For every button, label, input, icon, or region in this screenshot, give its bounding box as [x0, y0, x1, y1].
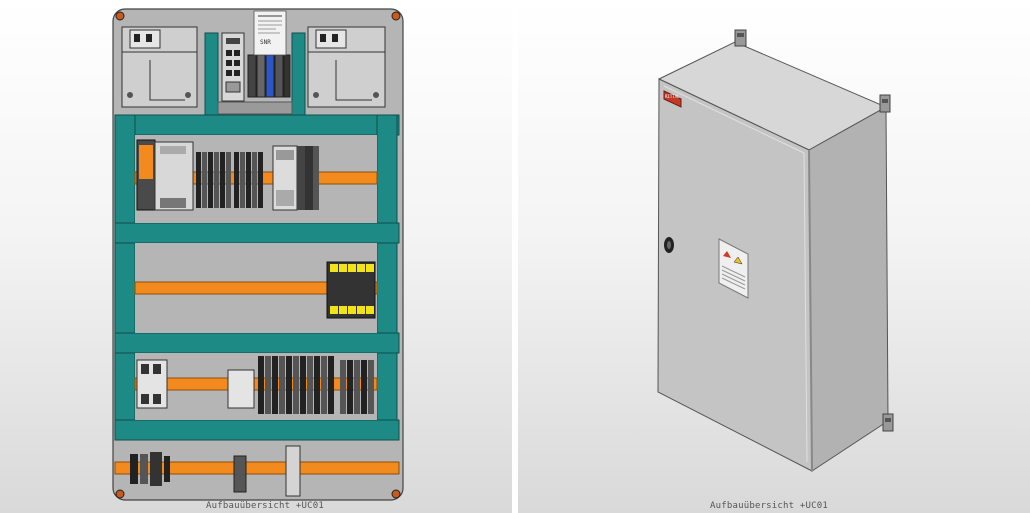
mounting-plate-drawing: [112, 8, 404, 501]
warning-sticker: [718, 238, 749, 299]
brand-label: [663, 90, 682, 108]
separator: [217, 101, 293, 115]
corner-screw: [391, 11, 401, 21]
power-supply-unit: [136, 139, 194, 211]
isometric-view-pane: RITTAL Aufbauübersicht +UC01: [518, 0, 1030, 513]
filter-fan-left: [121, 26, 198, 108]
layout-view-caption: Aufbauübersicht +UC01: [206, 501, 324, 511]
corner-screw: [391, 489, 401, 499]
device-label-text: SNR: [260, 39, 271, 46]
circuit-breaker-group: [136, 359, 255, 409]
wall-bracket: [882, 413, 894, 432]
cabinet-isometric-drawing: [657, 29, 894, 472]
bottom-terminals: [130, 445, 301, 497]
isometric-view-caption: Aufbauübersicht +UC01: [710, 501, 828, 511]
plc-module: [272, 145, 319, 211]
device-label-plate: [253, 10, 287, 56]
wall-bracket: [734, 29, 747, 47]
wire-duct: [291, 32, 306, 116]
corner-screw: [115, 11, 125, 21]
din-rail: [134, 281, 378, 295]
corner-screw: [115, 489, 125, 499]
din-rail: [114, 461, 400, 475]
filter-fan-right: [307, 26, 386, 108]
cabinet-side: [808, 106, 889, 472]
power-supply-top: [247, 54, 291, 98]
layout-view-pane: SNR Aufbauübersicht +UC01: [0, 0, 512, 513]
network-switch: [221, 32, 245, 102]
fuse-terminal-group: [326, 261, 376, 319]
terminal-block-group: [196, 152, 263, 208]
wire-duct: [204, 32, 219, 116]
door-lock-icon: [664, 237, 674, 253]
terminal-block-group: [258, 356, 374, 414]
brand-label-text: RITTAL: [665, 94, 680, 99]
wall-bracket: [879, 94, 891, 113]
